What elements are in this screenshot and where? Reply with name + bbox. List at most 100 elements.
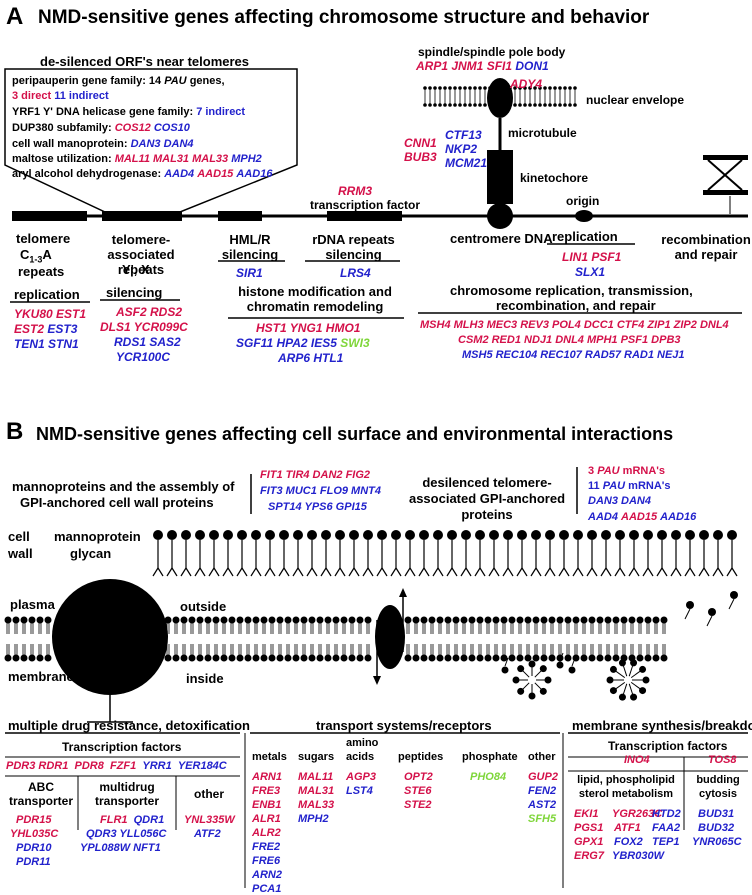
lipid-gene-atf1: ATF1: [614, 822, 641, 834]
nuclear-envelope-label: nuclear envelope: [586, 93, 685, 107]
cell-label: cell: [8, 529, 30, 544]
mannoprotein-label: mannoprotein: [54, 529, 141, 544]
phosphate-title: phosphate: [462, 751, 518, 763]
manno-title-1: mannoproteins and the assembly of: [12, 479, 235, 494]
lipid-gene-erg7: ERG7: [574, 850, 604, 862]
lrs4-gene: LRS4: [340, 266, 371, 280]
pau-blue: 11 PAU mRNA's: [588, 480, 671, 492]
dan-genes: DAN3 DAN4: [588, 495, 651, 507]
transport-gene: PHO84: [470, 771, 507, 783]
abc-title-2: transporter: [8, 794, 73, 808]
box-line-1: peripauperin gene family: 14 PAU genes,: [12, 75, 225, 87]
abc-gene-4: PDR11: [16, 856, 51, 868]
lipid-title-2: sterol metabolism: [578, 788, 674, 800]
rep-genes-1: YKU80 EST1: [14, 307, 87, 321]
manno-genes-2: FIT3 MUC1 FLO9 MNT4: [260, 485, 382, 497]
replication-label: replication: [14, 287, 80, 302]
desil-title-3: proteins: [461, 507, 513, 522]
abc-gene-3: PDR10: [16, 842, 52, 854]
bud-gene-2: BUD32: [698, 822, 735, 834]
acids-title: acids: [346, 751, 375, 763]
origin-label: origin: [566, 194, 600, 208]
mdr-tf-genes: PDR3 RDR1 PDR8 FZF1 YRR1 YER184C: [6, 760, 227, 772]
microtubule-label: microtubule: [508, 126, 577, 140]
other-transport-title: other: [528, 751, 556, 763]
sil-genes-2: DLS1 YCR099C: [100, 320, 188, 334]
bud-gene-3: YNR065C: [692, 836, 742, 848]
multi-genes-1: FLR1 QDR1: [100, 814, 165, 826]
kinetochore-label: kinetochore: [520, 171, 589, 185]
plasma-label: plasma: [10, 597, 55, 612]
histone-title: histone modification and chromatin remod…: [238, 284, 392, 314]
box-line-2: 3 direct 11 indirect: [12, 90, 109, 102]
lipid-gene-fox2: FOX2: [614, 836, 643, 848]
panel-b-title: NMD-sensitive genes affecting cell surfa…: [36, 424, 674, 444]
peptides-title: peptides: [398, 751, 444, 763]
telomere-repeats: repeats: [18, 264, 65, 279]
mdr-tf-title: Transcription factors: [62, 740, 182, 754]
transport-gene: AST2: [528, 799, 557, 811]
hist-genes-2: SGF11 HPA2 IES5 SWI3: [236, 336, 370, 350]
spindle-title: spindle/spindle pole body: [418, 45, 566, 59]
bud-gene-1: BUD31: [698, 808, 735, 820]
transport-title: transport systems/receptors: [316, 718, 492, 733]
chrom-genes-1: MSH4 MLH3 MEC3 REV3 POL4 DCC1 CTF4 ZIP1 …: [420, 319, 729, 331]
rdna-silencing-label: rDNA repeats silencing: [312, 232, 395, 262]
mdr-title: multiple drug resistance, detoxification: [8, 718, 250, 733]
chrom-title-2: recombination, and repair: [496, 298, 656, 313]
rep-genes-2: EST2 EST3: [14, 322, 78, 336]
transport-gene: FRE3: [252, 785, 281, 797]
hist-genes-3: ARP6 HTL1: [278, 351, 344, 365]
manno-genes-3: SPT14 YPS6 GPI15: [268, 501, 367, 513]
transport-gene: STE2: [404, 799, 432, 811]
lipid-title-1: lipid, phospholipid: [577, 774, 675, 786]
lipid-gene-faa2: FAA2: [652, 822, 681, 834]
transport-gene: ENB1: [252, 799, 282, 811]
abc-title-1: ABC: [28, 780, 54, 794]
transport-gene: ARN2: [252, 869, 282, 881]
chrom-genes-2: CSM2 RED1 NDJ1 DNL4 MPH1 PSF1 DPB3: [458, 334, 681, 346]
transport-gene: ALR2: [252, 827, 281, 839]
chrom-genes-3: MSH5 REC104 REC107 RAD57 RAD1 NEJ1: [462, 349, 685, 361]
rep-genes-3: TEN1 STN1: [14, 337, 79, 351]
desilenced-title: de-silenced ORF's near telomeres: [40, 54, 250, 69]
manno-title-2: GPI-anchored cell wall proteins: [20, 495, 214, 510]
telomere-y-x: Y', X: [122, 262, 150, 277]
glycan-label: glycan: [70, 546, 112, 561]
replication-label-origin: replication: [552, 229, 618, 244]
multi-genes-3: YPL088W NFT1: [80, 842, 161, 854]
lipid-gene-gpx1: GPX1: [574, 836, 604, 848]
wall-label: wall: [8, 546, 33, 561]
desil-title-2: associated GPI-anchored: [408, 491, 566, 506]
chrom-title-1: chromosome replication, transmission,: [450, 283, 693, 298]
transport-gene: FEN2: [528, 785, 557, 797]
desil-title-1: desilenced telomere-: [422, 475, 552, 490]
sir1-gene: SIR1: [236, 266, 263, 280]
other-title: other: [194, 787, 224, 801]
transport-gene: AGP3: [346, 771, 376, 783]
telomere-label: telomere: [16, 231, 71, 246]
tos8-gene: TOS8: [708, 754, 737, 766]
sugars-title: sugars: [298, 751, 335, 763]
panel-b-letter: B: [6, 418, 24, 445]
origin-blue-genes: SLX1: [575, 265, 606, 279]
sil-genes-4: YCR100C: [116, 350, 171, 364]
lipid-gene-eki1: EKI1: [574, 808, 599, 820]
other-gene-1: YNL335W: [184, 814, 235, 826]
transport-gene: PCA1: [252, 883, 282, 895]
transport-gene: GUP2: [528, 771, 558, 783]
multi-title-2: transporter: [94, 794, 159, 808]
transport-gene: FRE6: [252, 855, 281, 867]
lipid-gene-tep1: TEP1: [652, 836, 680, 848]
lipid-gene-ybr030w: YBR030W: [612, 850, 664, 862]
transport-gene: ALR1: [252, 813, 281, 825]
cytosis-title: cytosis: [699, 788, 737, 800]
lipid-gene-htd2: HTD2: [652, 808, 681, 820]
multi-title-1: multidrug: [99, 780, 155, 794]
transport-gene: FRE2: [252, 841, 281, 853]
spindle-genes: ARP1 JNM1 SFI1 DON1: [416, 59, 549, 73]
sil-genes-1: ASF2 RDS2: [116, 305, 183, 319]
box-line-4: DUP380 subfamily: COS12 COS10: [12, 122, 190, 134]
inside-label: inside: [186, 671, 224, 686]
